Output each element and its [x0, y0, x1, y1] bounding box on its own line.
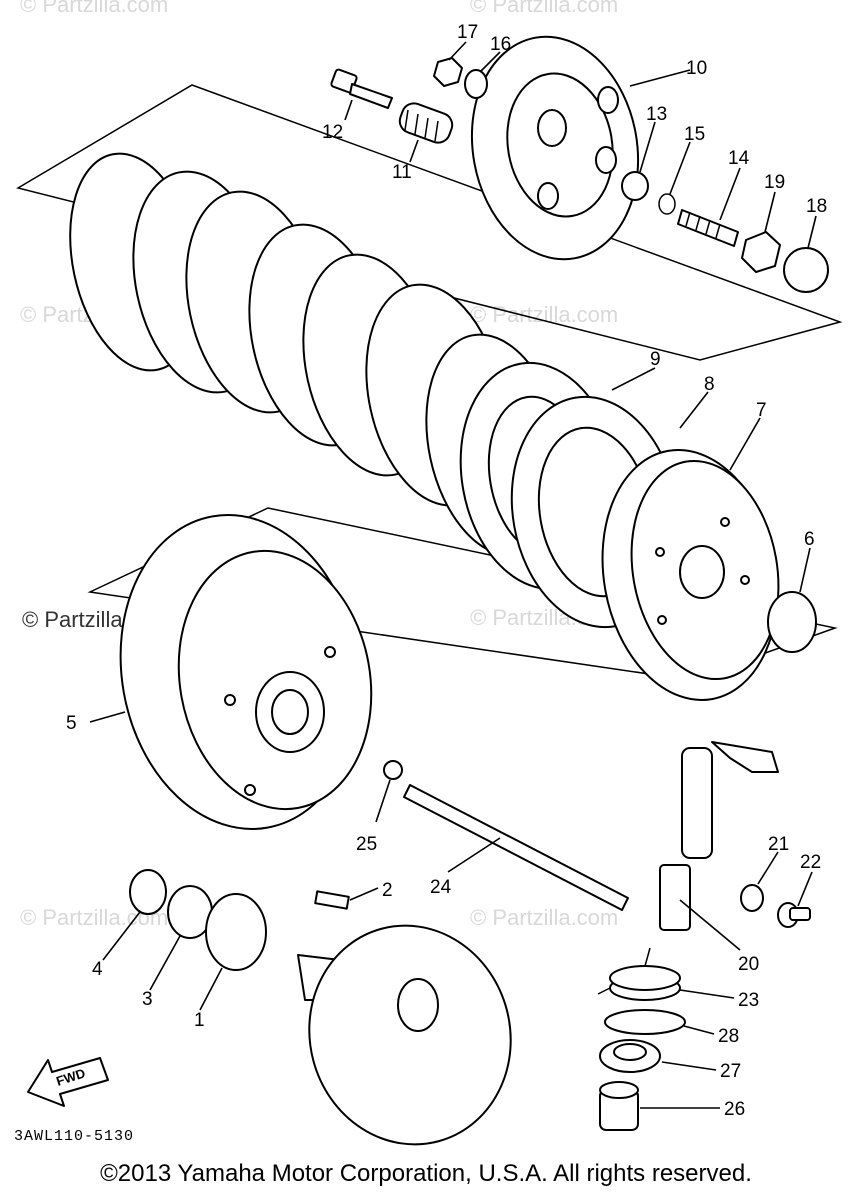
copyright-notice: ©2013 Yamaha Motor Corporation, U.S.A. A… [100, 1160, 752, 1187]
watermark-top-center: © Partzilla.com [470, 0, 618, 17]
callout-12: 12 [322, 122, 343, 143]
watermark-low-center: © Partzilla.com [470, 905, 618, 930]
callout-20: 20 [738, 954, 759, 975]
push-lever-shaft [659, 741, 779, 931]
callout-2: 2 [382, 880, 393, 901]
washer-21 [740, 884, 764, 912]
ball-25 [383, 760, 403, 780]
clutch-exploded-diagram: © Partzilla.com © Partzilla.com © Partzi… [16, 0, 843, 1146]
clutch-boss [601, 449, 780, 701]
screw-22 [777, 902, 811, 928]
leader-lines [89, 41, 817, 1109]
callout-24: 24 [430, 877, 452, 898]
push-rod-adjuster [677, 209, 739, 247]
callout-23: 23 [738, 990, 759, 1011]
collar-26 [599, 1081, 639, 1131]
callout-25: 25 [356, 834, 377, 855]
pressure-plate [470, 35, 640, 261]
callout-10: 10 [686, 58, 707, 79]
circlip-28 [604, 1009, 686, 1035]
callout-19: 19 [764, 172, 785, 193]
callout-17: 17 [457, 22, 478, 43]
primary-drive-gear-1 [205, 893, 267, 971]
callout-28: 28 [718, 1026, 739, 1047]
torsion-spring-23 [597, 947, 681, 1001]
key-2 [314, 890, 350, 910]
lock-washer-6 [767, 591, 817, 653]
callout-8: 8 [704, 374, 715, 395]
callout-27: 27 [720, 1061, 741, 1082]
callout-1: 1 [194, 1010, 205, 1031]
callout-13: 13 [646, 104, 667, 125]
nut-17 [433, 57, 463, 87]
clutch-spring [398, 102, 454, 144]
callout-22: 22 [800, 852, 821, 873]
washer-4 [129, 869, 167, 915]
callout-26: 26 [724, 1099, 745, 1120]
o-ring-15 [658, 193, 676, 215]
bolt [330, 68, 393, 109]
callout-14: 14 [728, 148, 750, 169]
watermark-mid-center: © Partzilla.com [470, 302, 618, 327]
collar-13 [621, 171, 649, 201]
callout-4: 4 [92, 959, 103, 980]
lock-washer-18 [783, 247, 829, 293]
oil-seal-27 [599, 1039, 661, 1073]
upper-assembly-frame [16, 84, 843, 361]
washer-16 [464, 69, 488, 99]
clutch-housing [119, 514, 373, 830]
callout-3: 3 [142, 989, 153, 1010]
callout-21: 21 [768, 834, 789, 855]
fwd-arrow-icon: FWD [27, 1057, 109, 1107]
callout-9: 9 [650, 349, 661, 370]
locknut-19 [741, 231, 781, 273]
callout-7: 7 [756, 400, 767, 421]
callout-6: 6 [804, 529, 815, 550]
callout-16: 16 [490, 34, 511, 55]
watermark-top-left: © Partzilla.com [20, 0, 168, 17]
callout-5: 5 [66, 713, 77, 734]
push-rod-24 [403, 784, 629, 911]
callout-11: 11 [392, 162, 412, 183]
callout-18: 18 [806, 196, 827, 217]
callout-15: 15 [684, 124, 705, 145]
crankshaft [297, 924, 512, 1146]
diagram-code: 3AWL110-5130 [14, 1128, 135, 1145]
